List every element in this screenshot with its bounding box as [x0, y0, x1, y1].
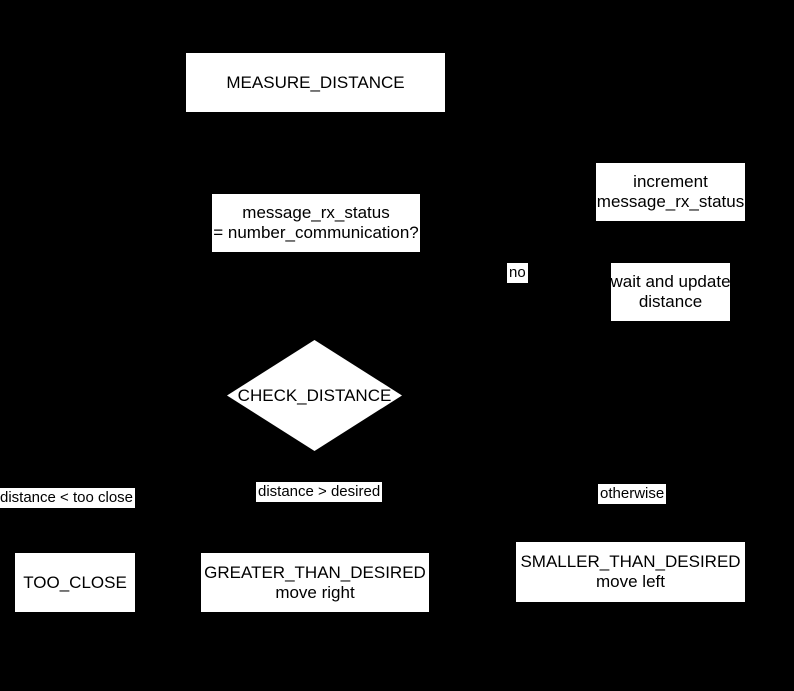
decision-check-distance: CHECK_DISTANCE	[227, 340, 402, 451]
edge-label-distance-lt-too-close: distance < too close	[0, 488, 136, 508]
node-smaller-than-desired: SMALLER_THAN_DESIRED move left	[516, 542, 745, 602]
node-increment-message-rx-status: increment message_rx_status	[596, 163, 745, 221]
node-label-line: GREATER_THAN_DESIRED	[204, 562, 426, 582]
edge-label-distance-gt-desired: distance > desired	[256, 482, 383, 502]
node-measure-distance: MEASURE_DISTANCE	[186, 53, 445, 112]
node-wait-and-update-distance: wait and update distance	[610, 263, 731, 321]
node-label-line: message_rx_status	[242, 203, 390, 222]
edge-label-no: no	[507, 263, 528, 283]
node-label: TOO_CLOSE	[23, 572, 127, 592]
node-label: CHECK_DISTANCE	[237, 385, 392, 405]
node-label-line: = number_communication?	[213, 223, 419, 242]
node-label-line: distance	[638, 292, 703, 311]
edge-label-otherwise: otherwise	[598, 484, 667, 504]
node-label-line: move right	[275, 582, 355, 602]
node-message-rx-status-check: message_rx_status = number_communication…	[212, 194, 420, 252]
node-greater-than-desired: GREATER_THAN_DESIRED move right	[201, 553, 429, 612]
node-label-line: increment	[633, 172, 708, 191]
node-label-line: move left	[596, 572, 665, 591]
node-label-line: wait and update	[610, 272, 731, 291]
node-label: MEASURE_DISTANCE	[226, 72, 405, 92]
node-too-close: TOO_CLOSE	[15, 553, 135, 612]
node-label-line: SMALLER_THAN_DESIRED	[520, 552, 741, 571]
node-label-line: message_rx_status	[596, 192, 745, 211]
